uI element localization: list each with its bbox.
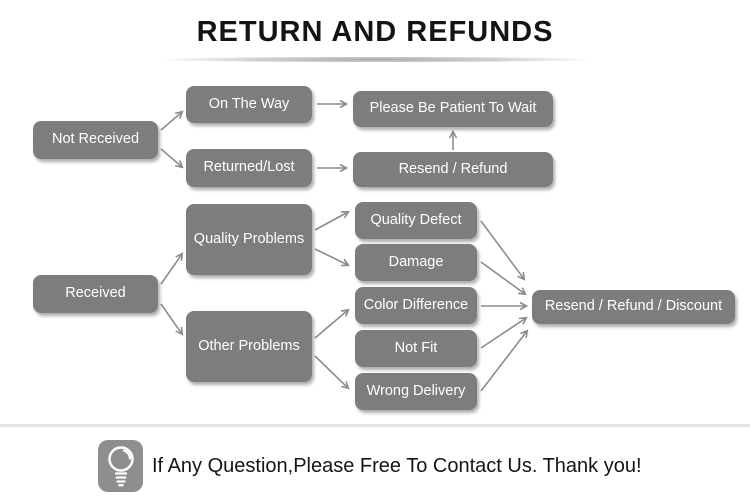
flow-arrows: [160, 99, 529, 392]
arrow-damage-to-discount: [480, 261, 527, 296]
title-underline: [152, 57, 600, 62]
lightbulb-icon: [107, 446, 134, 487]
arrow-not-fit-to-discount: [480, 316, 528, 349]
node-not-fit: Not Fit: [355, 330, 477, 367]
node-resend-refund: Resend / Refund: [353, 152, 553, 187]
arrow-wrong-delivery-to-discount: [480, 329, 529, 392]
node-wrong-delivery: Wrong Delivery: [355, 373, 477, 410]
node-other-problems: Other Problems: [186, 311, 312, 382]
node-quality-defect: Quality Defect: [355, 202, 477, 239]
node-on-the-way: On The Way: [186, 86, 312, 123]
lightbulb-badge: [98, 440, 143, 492]
footer-note: If Any Question,Please Free To Contact U…: [0, 438, 750, 496]
page-title: RETURN AND REFUNDS: [196, 16, 554, 48]
arrow-quality-defect-to-discount: [480, 220, 526, 281]
node-please-wait: Please Be Patient To Wait: [353, 91, 553, 127]
node-color-difference: Color Difference: [355, 287, 477, 324]
arrow-received-to-other-problems: [160, 303, 184, 336]
arrow-not-received-to-returned-lost: [160, 148, 184, 169]
arrow-quality-problems-to-damage: [314, 248, 350, 267]
footer-message: If Any Question,Please Free To Contact U…: [152, 454, 642, 477]
node-received: Received: [33, 275, 158, 313]
footer-divider: [0, 424, 750, 427]
arrow-other-problems-to-color-difference: [314, 308, 350, 339]
arrow-not-received-to-on-the-way: [160, 110, 184, 131]
node-returned-lost: Returned/Lost: [186, 149, 312, 187]
node-resend-refund-discount: Resend / Refund / Discount: [532, 290, 735, 324]
arrow-quality-problems-to-quality-defect: [314, 210, 350, 231]
node-not-received: Not Received: [33, 121, 158, 159]
arrow-other-problems-to-wrong-delivery: [314, 355, 350, 390]
node-damage: Damage: [355, 244, 477, 281]
arrow-received-to-quality-problems: [160, 252, 184, 285]
node-quality-problems: Quality Problems: [186, 204, 312, 275]
